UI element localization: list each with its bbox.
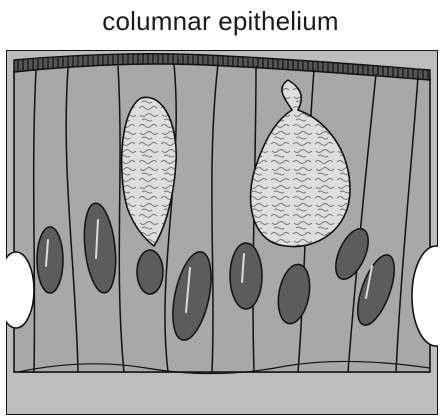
nucleus [230,243,262,309]
epithelium-illustration [6,50,438,415]
figure-title: columnar epithelium [0,6,441,37]
nucleus [37,227,63,293]
nucleus [137,250,163,294]
